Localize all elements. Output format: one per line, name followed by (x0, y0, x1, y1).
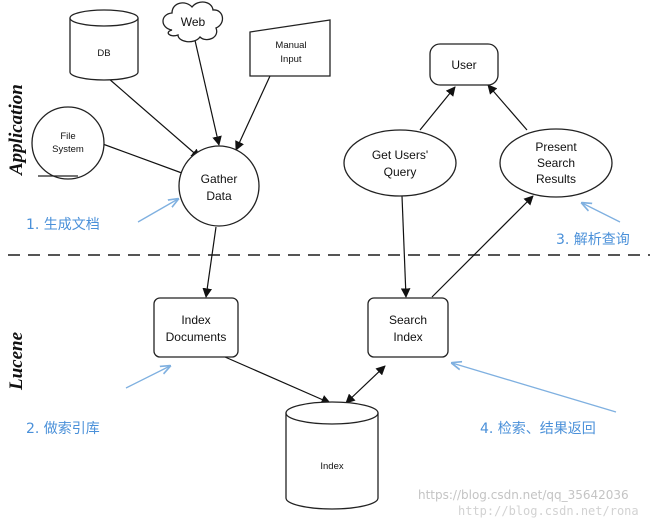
get-users-query-label-line1: Get Users' (372, 148, 428, 162)
arrow-user-to-query (419, 86, 456, 131)
present-search-results-node: Present Search Results (499, 128, 613, 198)
get-users-query-node: Get Users' Query (343, 129, 457, 197)
web-label: Web (181, 15, 206, 29)
manual-input-node: Manual Input (249, 19, 331, 77)
step3-pointer (582, 203, 621, 223)
search-index-label-line1: Search (389, 313, 427, 327)
gather-data-label-line2: Data (206, 189, 232, 203)
step2-pointer (125, 366, 170, 389)
user-node: User (429, 43, 499, 86)
step4-annotation: 4. 检索、结果返回 (480, 420, 596, 437)
index-documents-label-line1: Index (181, 313, 210, 327)
lucene-layer-label: Lucene (6, 331, 27, 391)
db-node: DB (69, 9, 139, 81)
present-search-results-label-line1: Present (535, 140, 577, 154)
arrow-query-to-searchindex (400, 195, 411, 298)
file-system-label-line2: System (52, 144, 84, 155)
gather-data-node: Gather Data (178, 145, 260, 227)
arrow-filesystem-to-gather (99, 142, 191, 178)
watermark-line1: https://blog.csdn.net/qq_35642036 (418, 488, 629, 502)
connectors (99, 35, 534, 404)
step1-pointer (137, 199, 178, 223)
db-label: DB (97, 48, 110, 59)
get-users-query-label-line2: Query (384, 165, 417, 179)
arrow-present-to-user (487, 84, 528, 131)
step2-annotation: 2. 做索引库 (26, 420, 100, 437)
file-system-label-line1: File (60, 131, 75, 142)
present-search-results-label-line3: Results (536, 172, 576, 186)
step3-annotation: 3. 解析查询 (556, 232, 630, 248)
arrow-web-to-gather (193, 35, 222, 146)
index-node: Index (285, 401, 379, 510)
arrow-gather-to-indexdocs (202, 226, 217, 298)
present-search-results-label-line2: Search (537, 156, 575, 170)
arrow-manual-to-gather (235, 75, 271, 151)
index-documents-node: Index Documents (153, 297, 239, 358)
arrow-db-to-gather (107, 77, 201, 159)
search-index-label-line2: Index (393, 330, 422, 344)
step1-annotation: 1. 生成文档 (26, 217, 100, 233)
arrow-searchindex-to-present (431, 195, 534, 298)
annotation-arrows (125, 199, 621, 413)
user-label: User (451, 58, 476, 72)
index-documents-label-line2: Documents (166, 330, 227, 344)
file-system-node: File System (31, 106, 105, 180)
index-label: Index (320, 461, 343, 472)
manual-input-label-line2: Input (280, 54, 301, 65)
arrow-indexdocs-to-index (224, 356, 331, 404)
arrow-index-searchindex (345, 365, 386, 404)
web-node: Web (162, 1, 224, 43)
gather-data-label-line1: Gather (201, 172, 238, 186)
manual-input-label-line1: Manual (275, 40, 306, 51)
search-index-node: Search Index (367, 297, 449, 358)
watermark-line2: http://blog.csdn.net/rona (458, 504, 639, 518)
application-layer-label: Application (6, 84, 27, 176)
step4-pointer (452, 363, 617, 413)
